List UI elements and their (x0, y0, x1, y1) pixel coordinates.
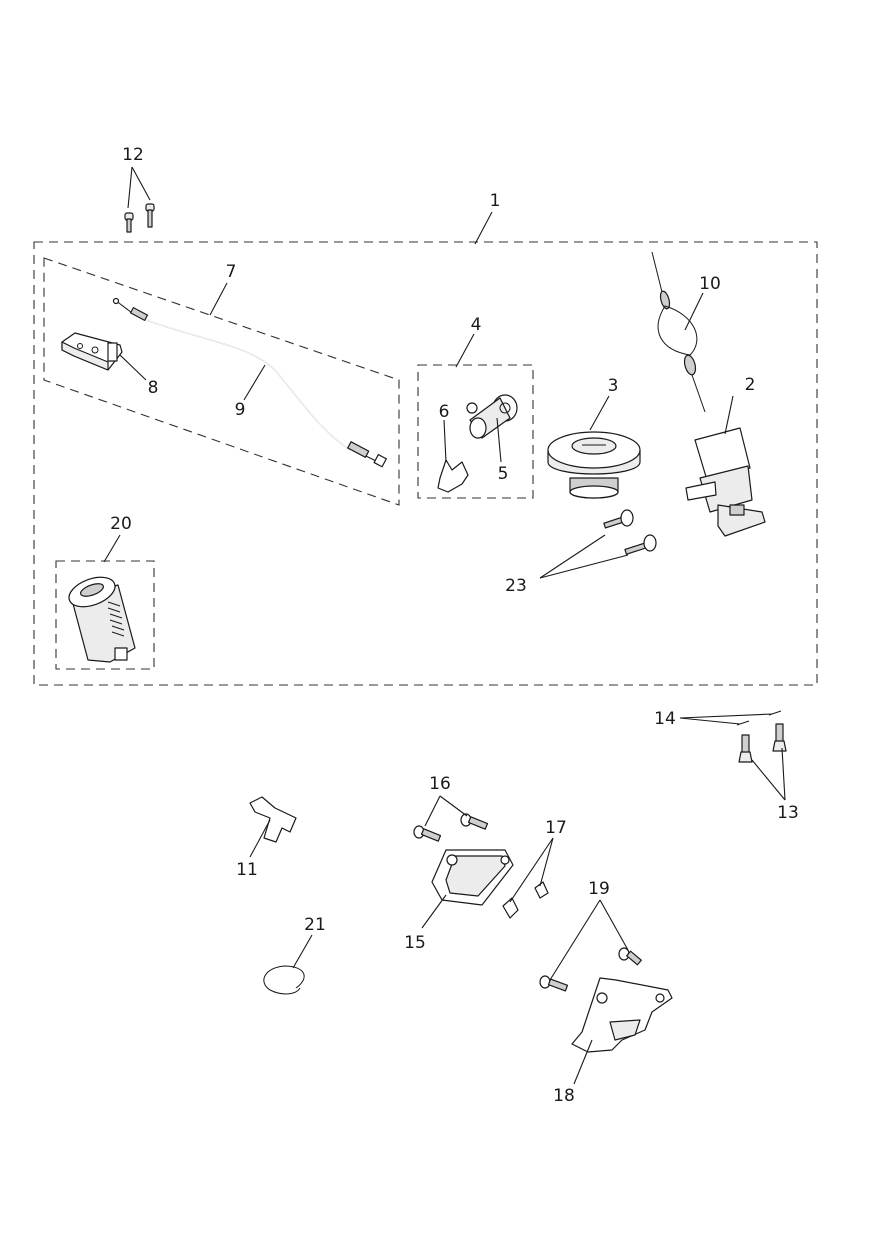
callout-10: 10 (699, 274, 721, 294)
part-10-wire-loop (651, 251, 706, 413)
callout-1: 1 (490, 191, 501, 211)
part-13-bolts (738, 723, 787, 763)
callout-17: 17 (545, 818, 567, 838)
callout-20: 20 (110, 514, 132, 534)
callout-9: 9 (235, 400, 246, 420)
sub-kit-4-boundary (417, 364, 534, 499)
kit-boundary (33, 241, 818, 686)
part-14-washers (736, 710, 782, 726)
callout-14: 14 (654, 709, 676, 729)
callout-11: 11 (236, 860, 258, 880)
part-5-barrel-lock (466, 394, 518, 439)
part-2-ignition-lock (685, 427, 766, 537)
part-17-clips (502, 881, 549, 919)
callout-18: 18 (553, 1086, 575, 1106)
part-9-cable (112, 297, 387, 468)
part-12-screws (124, 203, 155, 233)
callout-13: 13 (777, 803, 799, 823)
callout-8: 8 (148, 378, 159, 398)
callout-6: 6 (439, 402, 450, 422)
callout-23: 23 (505, 576, 527, 596)
part-8-latch (61, 332, 123, 371)
part-20-lock-cylinder (68, 576, 136, 663)
leader-lines (103, 166, 786, 1085)
callout-3: 3 (608, 376, 619, 396)
callout-12: 12 (122, 145, 144, 165)
part-3-filler-cap (547, 431, 641, 499)
part-21-circlip (263, 965, 305, 995)
part-6-clip (437, 459, 469, 493)
callout-19: 19 (588, 879, 610, 899)
callout-15: 15 (404, 933, 426, 953)
callout-4: 4 (471, 315, 482, 335)
part-19-screws (539, 947, 642, 992)
callout-5: 5 (498, 464, 509, 484)
cable-kit-boundary (43, 257, 400, 506)
part-11-bracket (249, 796, 297, 843)
callout-7: 7 (226, 262, 237, 282)
part-15-module (431, 849, 514, 906)
part-18-cover (571, 977, 673, 1053)
callout-2: 2 (745, 375, 756, 395)
callout-21: 21 (304, 915, 326, 935)
part-23-bolts (603, 509, 657, 555)
callout-16: 16 (429, 774, 451, 794)
part-16-screws (413, 813, 489, 842)
